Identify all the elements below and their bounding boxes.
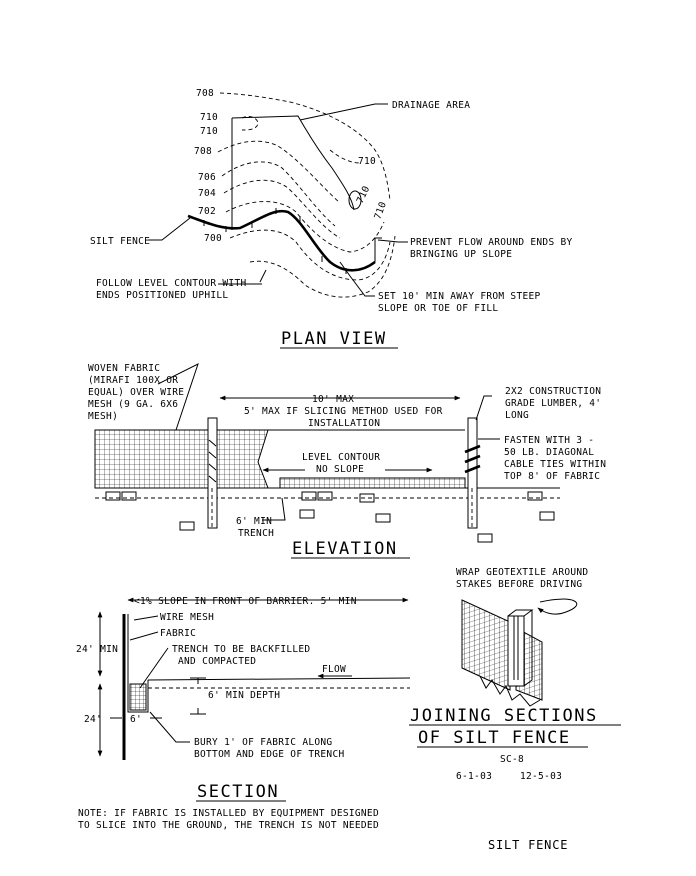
- trench-backfill-line-2: AND COMPACTED: [178, 656, 256, 667]
- contour-label-708-top: 708: [196, 88, 214, 99]
- wrap-geotextile-line-2: STAKES BEFORE DRIVING: [456, 579, 582, 590]
- prevent-flow-line-2: BRINGING UP SLOPE: [410, 249, 512, 260]
- contour-label-710-a: 710: [200, 112, 218, 123]
- lumber-line-1: 2X2 CONSTRUCTION: [505, 386, 601, 397]
- general-note: NOTE: IF FABRIC IS INSTALLED BY EQUIPMEN…: [78, 808, 379, 831]
- sheet-name: SILT FENCE: [488, 838, 568, 852]
- section-view: <1% SLOPE IN FRONT OF BARRIER. 5' MIN WI…: [76, 596, 411, 802]
- contour-label-708: 708: [194, 146, 212, 157]
- elevation-view: WOVEN FABRIC (MIRAFI 100X OR EQUAL) OVER…: [88, 363, 606, 559]
- follow-contour-line-2: ENDS POSITIONED UPHILL: [96, 290, 228, 301]
- trench-line-1: 6' MIN: [236, 516, 272, 527]
- level-contour-line-2: NO SLOPE: [316, 464, 364, 475]
- max-spacing-line-1: 10' MAX: [312, 394, 354, 405]
- sheet-code: SC-8: [500, 754, 524, 765]
- contour-label-710-right: 710: [358, 156, 376, 167]
- woven-fabric-line-3: EQUAL) OVER WIRE: [88, 387, 184, 398]
- silt-fence-label: SILT FENCE: [90, 236, 150, 247]
- trench-backfill-line-1: TRENCH TO BE BACKFILLED: [172, 644, 310, 655]
- follow-contour-line-1: FOLLOW LEVEL CONTOUR WITH: [96, 278, 247, 289]
- plan-view-title: PLAN VIEW: [281, 329, 387, 349]
- contour-label-710-rot-a: 710: [355, 184, 373, 205]
- level-contour-line-1: LEVEL CONTOUR: [302, 452, 380, 463]
- title-block: SC-8 6-1-03 12-5-03 SILT FENCE: [456, 754, 568, 852]
- fasten-line-4: TOP 8' OF FABRIC: [504, 471, 600, 482]
- lumber-line-3: LONG: [505, 410, 529, 421]
- fabric-label: FABRIC: [160, 628, 196, 639]
- trench-line-2: TRENCH: [238, 528, 274, 539]
- fasten-line-2: 50 LB. DIAGONAL: [504, 447, 594, 458]
- bury-line-1: BURY 1' OF FABRIC ALONG: [194, 737, 332, 748]
- joining-title-line-2: OF SILT FENCE: [418, 728, 571, 748]
- note-line-1: NOTE: IF FABRIC IS INSTALLED BY EQUIPMEN…: [78, 808, 379, 819]
- fasten-line-1: FASTEN WITH 3 -: [504, 435, 594, 446]
- elevation-title: ELEVATION: [292, 539, 398, 559]
- joining-sections-view: WRAP GEOTEXTILE AROUND STAKES BEFORE DRI…: [409, 567, 621, 748]
- drainage-area-label: DRAINAGE AREA: [392, 100, 470, 111]
- woven-fabric-line-2: (MIRAFI 100X OR: [88, 375, 178, 386]
- plan-view: 708 710 710 708 706 704 702 700 710 710 …: [90, 88, 573, 349]
- wire-mesh-label: WIRE MESH: [160, 612, 214, 623]
- woven-fabric-line-5: MESH): [88, 411, 118, 422]
- lumber-line-2: GRADE LUMBER, 4': [505, 398, 601, 409]
- contour-label-702: 702: [198, 206, 216, 217]
- joining-title-line-1: JOINING SECTIONS: [410, 706, 598, 726]
- min-depth-label: 6' MIN DEPTH: [208, 690, 280, 701]
- date-revised: 12-5-03: [520, 771, 562, 782]
- contour-label-704: 704: [198, 188, 216, 199]
- contour-label-706: 706: [198, 172, 216, 183]
- note-line-2: TO SLICE INTO THE GROUND, THE TRENCH IS …: [78, 820, 379, 831]
- wrap-geotextile-line-1: WRAP GEOTEXTILE AROUND: [456, 567, 588, 578]
- contour-label-710-rot-b: 710: [372, 200, 389, 221]
- set-min-away-line-1: SET 10' MIN AWAY FROM STEEP: [378, 291, 541, 302]
- set-min-away-line-2: SLOPE OR TOE OF FILL: [378, 303, 498, 314]
- slope-note: <1% SLOPE IN FRONT OF BARRIER. 5' MIN: [134, 596, 357, 607]
- prevent-flow-line-1: PREVENT FLOW AROUND ENDS BY: [410, 237, 573, 248]
- section-title: SECTION: [197, 782, 279, 802]
- bury-line-2: BOTTOM AND EDGE OF TRENCH: [194, 749, 345, 760]
- width-label: 6': [130, 714, 142, 725]
- woven-fabric-line-4: MESH (9 GA. 6X6: [88, 399, 178, 410]
- height-upper-label: 24' MIN: [76, 644, 118, 655]
- fasten-line-3: CABLE TIES WITHIN: [504, 459, 606, 470]
- woven-fabric-line-1: WOVEN FABRIC: [88, 363, 160, 374]
- max-spacing-line-3: INSTALLATION: [308, 418, 380, 429]
- max-spacing-line-2: 5' MAX IF SLICING METHOD USED FOR: [244, 406, 443, 417]
- flow-label: FLOW: [322, 664, 346, 675]
- date-issued: 6-1-03: [456, 771, 492, 782]
- contour-label-710-b: 710: [200, 126, 218, 137]
- height-lower-label: 24': [84, 714, 102, 725]
- contour-label-700: 700: [204, 233, 222, 244]
